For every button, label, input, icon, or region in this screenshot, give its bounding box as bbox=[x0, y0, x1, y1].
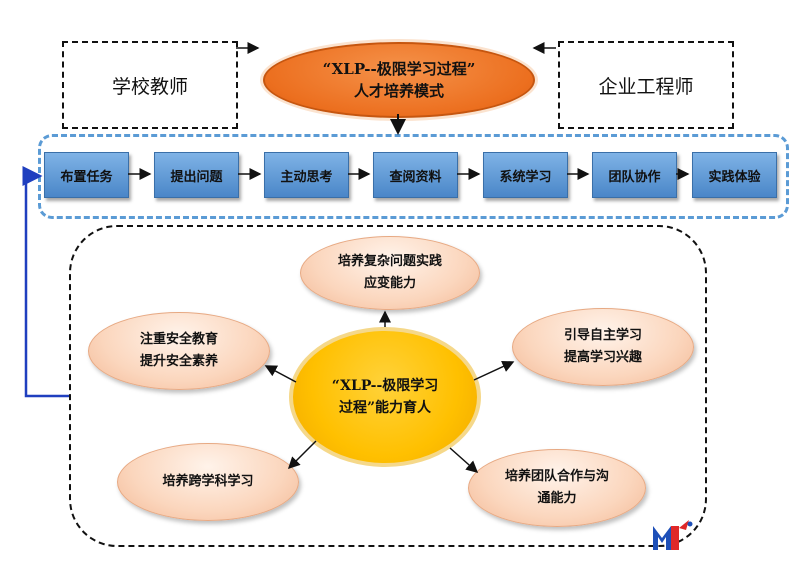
step-raise-question: 提出问题 bbox=[154, 152, 239, 198]
arrow-center-to-right bbox=[473, 360, 515, 381]
step-label: 团队协作 bbox=[608, 169, 661, 185]
outcome-line1: 培养跨学科学习 bbox=[162, 474, 254, 489]
outcome-line2: 通能力 bbox=[537, 491, 577, 506]
step-label: 系统学习 bbox=[499, 169, 552, 185]
outcome-line1: 注重安全教育 bbox=[139, 332, 218, 347]
outcome-line2: 提升安全素养 bbox=[139, 354, 218, 369]
outcome-line1: 引导自主学习 bbox=[563, 328, 642, 343]
talent-mode-line1: “XLP--极限学习过程” bbox=[322, 60, 476, 78]
center-ability-circle: “XLP--极限学习 过程”能力育人 bbox=[289, 327, 481, 467]
step-label: 提出问题 bbox=[170, 169, 223, 185]
step-label: 布置任务 bbox=[60, 169, 113, 185]
outcome-safety-education: 注重安全教育 提升安全素养 bbox=[88, 312, 270, 390]
feedback-arrow bbox=[22, 166, 69, 398]
step-team-collaboration: 团队协作 bbox=[592, 152, 677, 198]
center-line1: “XLP--极限学习 bbox=[331, 378, 439, 394]
arrow-center-to-bottom-left bbox=[287, 440, 317, 470]
outcome-self-learning: 引导自主学习 提高学习兴趣 bbox=[512, 308, 694, 386]
step-practice-experience: 实践体验 bbox=[692, 152, 777, 198]
outcome-cross-discipline: 培养跨学科学习 bbox=[117, 443, 299, 521]
step-label: 主动思考 bbox=[280, 169, 333, 185]
step-active-thinking: 主动思考 bbox=[264, 152, 349, 198]
step-assign-task: 布置任务 bbox=[44, 152, 129, 198]
center-line2: 过程”能力育人 bbox=[338, 400, 432, 416]
outcome-line2: 提高学习兴趣 bbox=[563, 350, 642, 365]
enterprise-engineer-box: 企业工程师 bbox=[558, 41, 734, 129]
ability-region bbox=[69, 225, 707, 547]
step-label: 实践体验 bbox=[708, 169, 761, 185]
talent-mode-ellipse: “XLP--极限学习过程” 人才培养模式 bbox=[263, 42, 535, 118]
arrow-center-to-bottom-right bbox=[449, 447, 479, 473]
step-label: 查阅资料 bbox=[389, 169, 442, 185]
m-logo-icon bbox=[653, 520, 693, 550]
outcome-teamwork: 培养团队合作与沟 通能力 bbox=[468, 449, 646, 527]
arrow-center-to-left bbox=[264, 365, 297, 383]
talent-mode-line2: 人才培养模式 bbox=[353, 82, 444, 100]
outcome-line1: 培养团队合作与沟 bbox=[504, 469, 609, 484]
enterprise-engineer-label: 企业工程师 bbox=[598, 75, 694, 98]
outcome-complex-problem: 培养复杂问题实践 应变能力 bbox=[300, 236, 480, 310]
outcome-line2: 应变能力 bbox=[363, 276, 416, 291]
school-teacher-label: 学校教师 bbox=[111, 75, 188, 98]
school-teacher-box: 学校教师 bbox=[62, 41, 238, 129]
outcome-line1: 培养复杂问题实践 bbox=[337, 254, 442, 269]
step-consult-materials: 查阅资料 bbox=[373, 152, 458, 198]
step-systematic-learning: 系统学习 bbox=[483, 152, 568, 198]
